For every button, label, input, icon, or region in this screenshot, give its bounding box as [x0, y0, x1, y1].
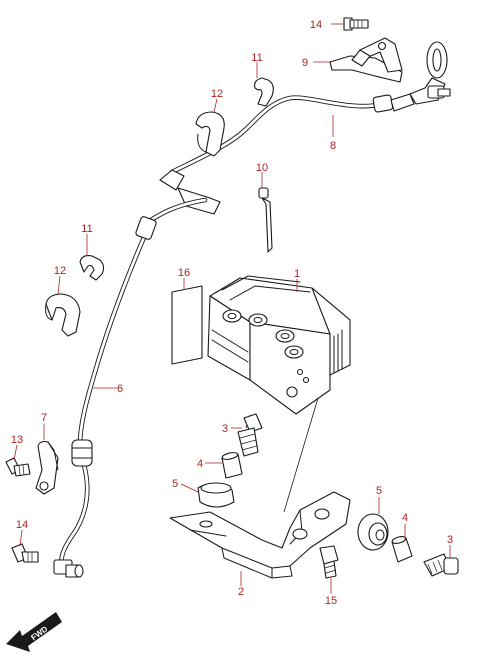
callout-3-right: 3 [447, 534, 453, 546]
bolt-13 [5, 457, 31, 477]
guide-line [283, 397, 319, 513]
callout-10: 10 [256, 162, 268, 174]
callout-8: 8 [330, 140, 336, 152]
fwd-arrow-icon: FWD [6, 612, 62, 652]
grommet-5-right [357, 513, 389, 551]
callout-12-upper: 12 [211, 88, 223, 100]
bracket-2 [169, 491, 351, 579]
spacer-4-center [221, 452, 243, 479]
callout-14-lower: 14 [16, 519, 28, 531]
callout-11-upper: 11 [251, 52, 262, 64]
abs-hydraulic-unit-1 [207, 275, 351, 415]
callout-5-center: 5 [172, 478, 178, 490]
clamp-12-lower [45, 293, 81, 337]
callout-7: 7 [41, 412, 47, 424]
cable-tie-10 [258, 187, 273, 253]
clamp-12-upper [195, 111, 225, 157]
callout-4-right: 4 [402, 512, 408, 524]
spacer-4-right [391, 536, 413, 563]
brake-hose-6 [53, 187, 221, 578]
clamp-11-lower [79, 255, 105, 281]
callout-4-center: 4 [197, 458, 203, 470]
callout-9: 9 [302, 57, 308, 69]
bracket-clamp-9 [329, 37, 403, 83]
callout-14-upper: 14 [310, 19, 322, 31]
callout-6: 6 [117, 383, 123, 395]
callout-2: 2 [238, 586, 244, 598]
callouts: 1 2 3 3 4 4 5 5 6 7 8 9 10 11 11 12 12 1… [11, 19, 453, 607]
leader-lines [13, 23, 451, 594]
callout-16: 16 [178, 267, 190, 279]
label-16 [171, 285, 203, 365]
callout-11-lower: 11 [81, 223, 92, 235]
callout-3-center: 3 [222, 423, 228, 435]
callout-13: 13 [11, 434, 23, 446]
bolt-3-right [423, 553, 459, 577]
grommet-5-center [197, 482, 235, 508]
bolt-3-center [237, 413, 263, 457]
bolt-15 [319, 545, 339, 579]
callout-5-right: 5 [376, 485, 382, 497]
clamp-11-upper [254, 77, 274, 107]
callout-15: 15 [325, 595, 337, 607]
bolt-14-lower [11, 543, 39, 563]
bolt-14-upper [343, 17, 369, 31]
callout-1: 1 [294, 268, 300, 280]
callout-12-lower: 12 [54, 265, 66, 277]
clamp-7 [35, 440, 59, 495]
